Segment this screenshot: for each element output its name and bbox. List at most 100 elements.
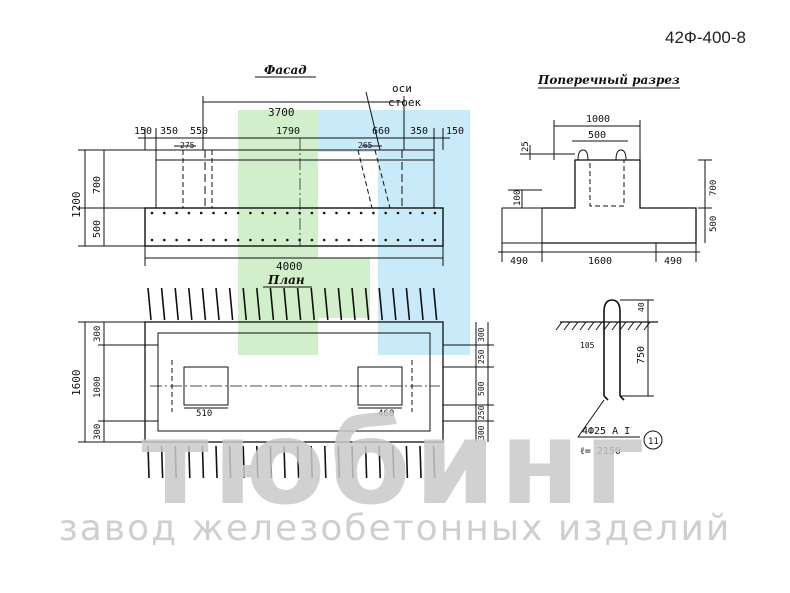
rebar-dot [163,211,166,215]
dim-275: 275 [180,141,195,150]
rebar-outlet [392,287,397,321]
section-dim-500-right: 500 [709,216,719,232]
plan-dim-1600: 1600 [70,370,83,397]
rebar-spec: 4Ф25 А I [582,426,630,437]
rebar-outlet [432,287,438,321]
rebar-dot [384,211,388,215]
rebar-dot [409,238,412,242]
loop-dim-105: 105 [580,341,595,350]
hatch-line [595,321,603,331]
rebar-dot [212,211,215,215]
rebar-dot [249,211,252,215]
rebar-outlet [432,445,436,479]
rebar-dot [273,238,277,242]
rebar-outlet [351,445,354,479]
brand-name-watermark: тюбинг [141,396,649,531]
rebar-outlet [256,445,259,479]
rebar-outlet [215,287,220,321]
plan-dim-r-500: 500 [477,381,486,396]
rebar-dot [187,238,191,242]
rebar-outlet [419,287,424,321]
rebar-dot [372,211,375,215]
hatch-line [571,321,579,331]
rebar-dot [273,211,277,215]
rebar-outlet [174,445,177,479]
rebar-dot [236,238,240,242]
rebar-outlet [147,287,152,321]
hatch-line [635,321,643,331]
rebar-dot [347,238,351,242]
rebar-dot [433,238,437,242]
dim-3700: 3700 [268,106,295,119]
section-dim-490-left: 490 [510,256,528,267]
rebar-outlet [215,445,218,479]
rebar-dot [335,211,338,215]
plan-title: План [267,273,305,287]
section-dim-1600: 1600 [588,256,612,267]
position-number: 11 [648,437,659,447]
rebar-dot [322,238,326,242]
plan-dim-300-bottom: 300 [93,424,103,440]
facade-view [78,76,450,266]
rebar-dot [249,238,252,242]
rebar-outlet [269,445,273,479]
rebar-dot [261,238,265,242]
rebar-outlet [405,445,409,479]
rebar-outlet [337,445,341,479]
plan-dim-1000: 1000 [93,376,103,398]
dim-1790: 1790 [276,126,300,137]
rebar-dot [163,238,166,242]
hatch-line [579,321,587,331]
hatch-line [587,321,595,331]
rebar-dot [150,238,154,242]
rebar-dot [322,211,326,215]
loop-dim-40: 40 [637,302,646,312]
rebar-dot [347,211,351,215]
rebar-outlet [296,445,300,479]
section-dim-100: 100 [513,190,523,206]
rebar-outlet [283,445,286,479]
dim-150-right: 150 [446,126,464,137]
rebar-outlet [296,287,302,321]
rebar-outlet [283,287,288,321]
dim-350-left: 350 [160,126,178,137]
section-dim-1000: 1000 [586,114,610,125]
rebar-dot [384,238,388,242]
plan-dim-510: 510 [196,409,212,419]
rebar-outlet [147,445,150,479]
plan-dim-r-300-top: 300 [477,327,486,342]
rebar-outlet [378,287,383,321]
rebar-outlet [324,445,327,479]
hatch-line [611,321,619,331]
rebar-outlet [337,287,343,321]
rebar-dot [199,211,203,215]
hatch-line [619,321,627,331]
cross-section-view [498,87,712,262]
facade-title: Фасад [264,63,307,77]
rebar-dot [187,211,191,215]
hatch-line [643,321,651,331]
rebar-dot [224,211,228,215]
dim-4000: 4000 [276,260,303,273]
plan-dim-300-top: 300 [93,326,103,342]
rebar-outlet [242,287,247,321]
rebar-outlet [405,287,411,321]
dim-1200: 1200 [70,192,83,219]
rebar-dot [150,211,154,215]
rebar-dot [372,238,375,242]
rebar-outlet [256,287,261,321]
rebar-dot [286,238,289,242]
rebar-outlet [228,445,232,479]
rebar-dot [236,211,240,215]
rebar-outlet [201,287,207,321]
plan-view [78,286,494,443]
plan-dim-r-300-bottom: 300 [477,425,486,440]
rebar-dot [298,211,301,215]
rebar-dot [199,238,203,242]
hatch-line [603,321,611,331]
rebar-outlet [188,445,191,479]
rebar-outlet [419,445,422,479]
dim-265: 265 [358,141,373,150]
